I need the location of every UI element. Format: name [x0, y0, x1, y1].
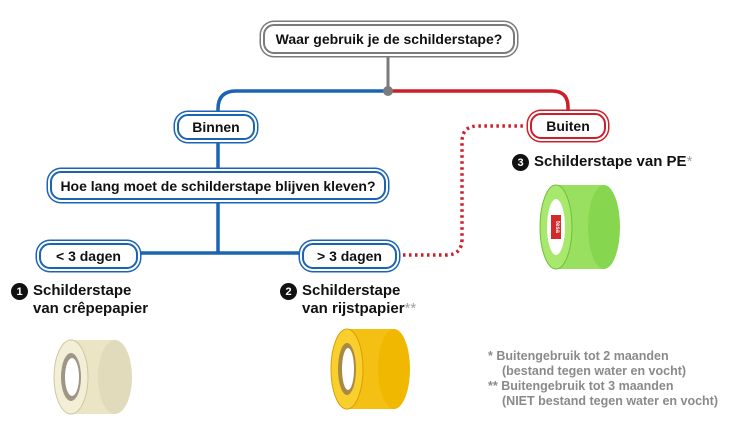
footnote-1-line1: Buitengebruik tot 2 maanden	[496, 349, 669, 363]
inside-label: Binnen	[192, 119, 240, 135]
product-2-line1: Schilderstape	[302, 282, 401, 299]
tape-brand-text: tesa	[554, 221, 560, 234]
junction-dot	[383, 86, 393, 96]
long-duration-outside-dotted-line	[397, 124, 525, 257]
footnotes: * Buitengebruik tot 2 maanden (bestand t…	[488, 349, 718, 409]
inside-box: Binnen	[177, 114, 255, 140]
footnote-2-mark: **	[488, 379, 498, 393]
footnote-1-mark: *	[488, 349, 493, 363]
product-2-mark: **	[404, 300, 417, 317]
short-duration-label: < 3 dagen	[56, 248, 121, 264]
product-3-line1: Schilderstape van PE	[534, 153, 687, 170]
product-1-line1: Schilderstape	[33, 282, 132, 299]
footnote-1: * Buitengebruik tot 2 maanden	[488, 349, 718, 364]
crepe-tape-image	[53, 339, 132, 415]
product-3-number: 3	[512, 154, 529, 171]
rice-paper-tape-image	[330, 328, 410, 410]
outside-box: Buiten	[530, 113, 606, 139]
footnote-2-line1: Buitengebruik tot 3 maanden	[501, 379, 674, 393]
footnote-1-detail: (bestand tegen water en vocht)	[502, 364, 687, 378]
product-3-label: 3 Schilderstape van PE*	[512, 153, 692, 171]
duration-question-box: Hoe lang moet de schilderstape blijven k…	[50, 171, 386, 200]
outside-branch-line	[388, 89, 570, 113]
footnote-2-detail: (NIET bestand tegen water en vocht)	[502, 394, 719, 408]
product-2-label: 2 Schilderstape van rijstpapier**	[280, 282, 416, 318]
product-3-mark: *	[686, 153, 693, 170]
long-duration-label: > 3 dagen	[317, 248, 382, 264]
outside-label: Buiten	[546, 118, 590, 134]
product-1-number: 1	[11, 283, 28, 300]
product-1-line2: van crêpepapier	[33, 300, 149, 317]
main-question-text: Waar gebruik je de schilderstape?	[275, 31, 503, 47]
inside-branch-line	[216, 89, 388, 114]
short-duration-box: < 3 dagen	[39, 243, 138, 269]
tape-brand-label-bg	[551, 215, 561, 239]
product-2-line2: van rijstpapier	[302, 300, 405, 317]
long-duration-box: > 3 dagen	[302, 243, 397, 269]
product-1-label: 1 Schilderstape van crêpepapier	[11, 282, 148, 318]
pe-tape-image: tesa	[539, 184, 620, 270]
duration-question-text: Hoe lang moet de schilderstape blijven k…	[60, 177, 376, 194]
main-question-box: Waar gebruik je de schilderstape?	[263, 24, 515, 54]
footnote-2: ** Buitengebruik tot 3 maanden	[488, 379, 718, 394]
product-2-number: 2	[280, 283, 297, 300]
